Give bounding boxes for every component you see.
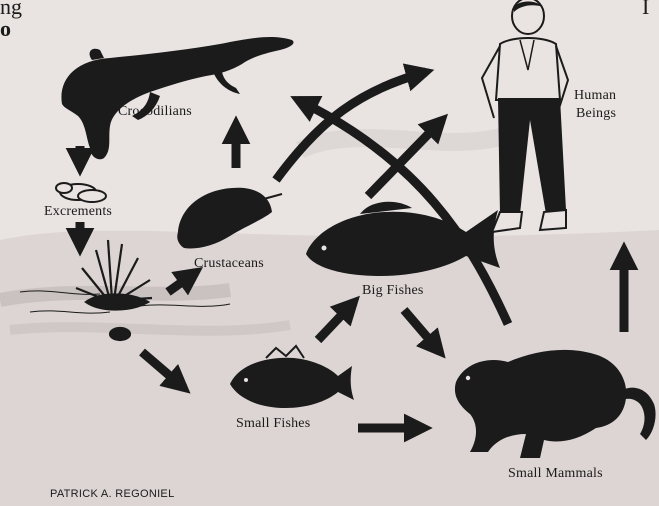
label-crocodilians: Crocodilians (118, 104, 192, 120)
crocodile-illustration (61, 37, 293, 159)
label-small-mammals: Small Mammals (508, 466, 603, 482)
corner-fragment-top-right: I (642, 0, 649, 20)
label-big-fishes: Big Fishes (362, 283, 424, 299)
label-human-line2: Beings (576, 106, 616, 122)
label-crustaceans: Crustaceans (194, 256, 264, 272)
human-illustration (482, 0, 568, 232)
label-small-fishes: Small Fishes (236, 416, 310, 432)
label-human-line1: Human (574, 88, 616, 104)
excrements-illustration (56, 183, 106, 202)
label-excrements: Excrements (44, 204, 112, 220)
credit-text: PATRICK A. REGONIEL (50, 488, 175, 500)
corner-fragment-top-left-2: o (0, 16, 11, 42)
